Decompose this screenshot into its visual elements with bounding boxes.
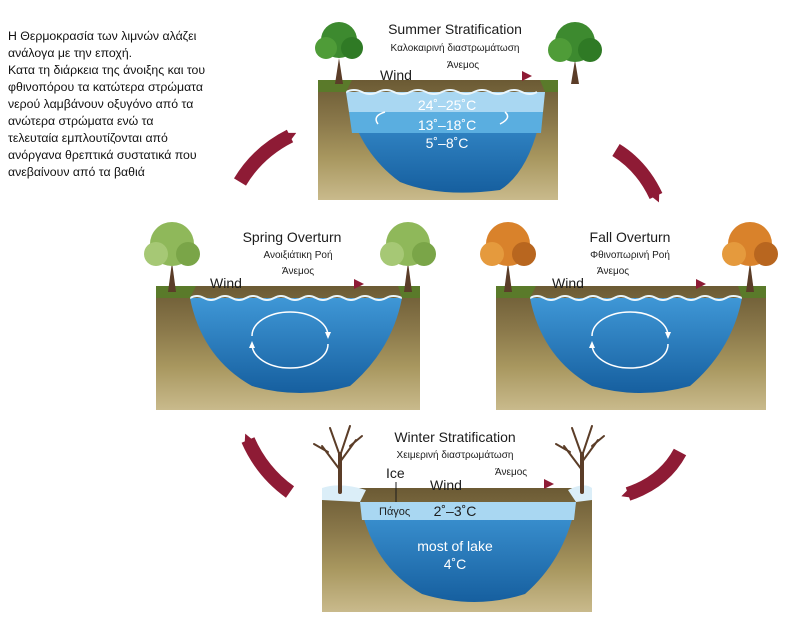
- winter-title: Winter Stratification: [394, 429, 515, 445]
- winter-temp-main-2: 4˚C: [444, 556, 467, 572]
- spring-wind-label: Wind: [210, 275, 242, 291]
- spring-tree-left: [144, 222, 200, 292]
- winter-tree-right: [555, 425, 605, 494]
- fall-title: Fall Overturn: [590, 229, 671, 245]
- summer-title: Summer Stratification: [388, 21, 522, 37]
- spring-basin: [190, 298, 402, 393]
- fall-wind-greek: Άνεμος: [597, 266, 629, 277]
- winter-panel: Winter Stratification Χειμερινή διαστρωμ…: [313, 425, 605, 612]
- spring-panel: Spring Overturn Ανοιξιάτικη Ροή Wind Άνε…: [144, 222, 436, 410]
- summer-layer-mid: [349, 112, 543, 133]
- intro-line: φθινοπόρου τα κατώτερα στρώματα: [8, 80, 203, 94]
- cycle-arrow-summer-to-fall: [612, 144, 663, 203]
- winter-title-greek: Χειμερινή διαστρωμάτωση: [397, 449, 514, 461]
- summer-grass-left: [318, 80, 352, 92]
- winter-snow-right: [568, 485, 592, 502]
- winter-tree-left: [313, 425, 363, 494]
- spring-title: Spring Overturn: [243, 229, 342, 245]
- spring-wind-greek: Άνεμος: [282, 266, 314, 277]
- summer-temp-mid: 13˚–18˚C: [418, 117, 476, 133]
- summer-waves: [345, 89, 538, 95]
- summer-tree-right: [548, 22, 602, 84]
- winter-temp-ice: 2˚–3˚C: [434, 503, 477, 519]
- fall-tree-left: [480, 222, 536, 292]
- cycle-arrows: [233, 129, 687, 501]
- winter-ice-greek: Πάγος: [379, 506, 410, 518]
- fall-wind-label: Wind: [552, 275, 584, 291]
- intro-line: ανώτερα στρώματα ενώ τα: [8, 114, 154, 128]
- intro-line: νερού λαμβάνουν οξυγόνο από τα: [8, 97, 194, 111]
- intro-line: ανόργανα θρεπτικά συστατικά που: [8, 148, 197, 162]
- winter-snow-left: [322, 485, 366, 502]
- winter-ice-label: Ice: [386, 465, 405, 481]
- summer-current-right: [499, 111, 509, 125]
- spring-tree-right: [380, 222, 436, 292]
- fall-tree-right: [722, 222, 778, 292]
- fall-circulation: [589, 311, 671, 369]
- spring-waves: [189, 295, 403, 301]
- cycle-arrow-spring-to-summer: [233, 129, 297, 186]
- intro-line: ανάλογα με την εποχή.: [8, 46, 133, 60]
- intro-line: Κατα τη διάρκεια της άνοιξης και του: [8, 63, 206, 77]
- winter-basin: [360, 502, 576, 602]
- fall-waves: [529, 295, 743, 301]
- summer-wind-greek: Άνεμος: [447, 60, 479, 71]
- summer-title-greek: Καλοκαιρινή διαστρωμάτωση: [391, 42, 520, 54]
- summer-panel: Summer Stratification Καλοκαιρινή διαστρ…: [315, 21, 602, 200]
- cycle-arrow-winter-to-spring: [241, 433, 295, 498]
- spring-title-greek: Ανοιξιάτικη Ροή: [263, 249, 332, 261]
- fall-grass-left: [496, 286, 536, 298]
- intro-line: Η Θερμοκρασία των λιμνών αλάζει: [8, 29, 197, 43]
- winter-wind-label: Wind: [430, 477, 462, 493]
- summer-temp-bottom: 5˚–8˚C: [426, 135, 469, 151]
- winter-ice-layer: [360, 502, 576, 520]
- summer-tree-left: [315, 22, 363, 84]
- winter-temp-main-1: most of lake: [417, 538, 493, 554]
- spring-circulation: [249, 311, 331, 369]
- fall-basin: [530, 298, 742, 393]
- summer-wind-label: Wind: [380, 67, 412, 83]
- fall-panel: Fall Overturn Φθινοπωρινή Ροή Wind Άνεμο…: [480, 222, 778, 410]
- fall-title-greek: Φθινοπωρινή Ροή: [590, 249, 670, 261]
- cycle-arrow-fall-to-winter: [621, 448, 687, 501]
- intro-line: τελευταία εμπλουτίζονται από: [8, 131, 168, 145]
- summer-layer-warm: [346, 92, 545, 112]
- intro-text: Η Θερμοκρασία των λιμνών αλάζει ανάλογα …: [8, 28, 260, 181]
- winter-wind-greek: Άνεμος: [495, 467, 527, 478]
- intro-line: ανεβαίνουν από τα βαθιά: [8, 165, 145, 179]
- summer-grass-right: [540, 80, 558, 92]
- summer-temp-top: 24˚–25˚C: [418, 97, 476, 113]
- summer-current-left: [375, 111, 386, 125]
